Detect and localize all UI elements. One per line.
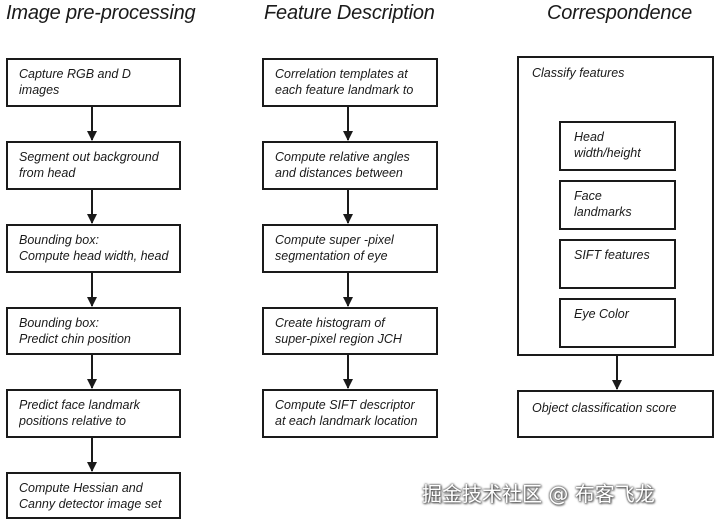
step-line: Bounding box: bbox=[19, 316, 99, 330]
feature-face-landmarks: Face landmarks bbox=[559, 180, 676, 230]
step-line: positions relative to bbox=[19, 414, 127, 428]
step-line: and distances between bbox=[275, 166, 403, 180]
step-line: Segment out background bbox=[19, 150, 159, 164]
step-capture-rgbd: Capture RGB and D images bbox=[6, 58, 181, 107]
step-line: from head bbox=[19, 166, 76, 180]
step-line: Compute relative angles bbox=[275, 150, 410, 164]
step-predict-landmarks: Predict face landmark positions relative… bbox=[6, 389, 181, 438]
step-line: Compute head width, head bbox=[19, 249, 169, 263]
step-line: Create histogram of bbox=[275, 316, 385, 330]
result-line: Object classification score bbox=[532, 401, 677, 415]
feature-eye-color: Eye Color bbox=[559, 298, 676, 348]
step-bounding-box-chin: Bounding box: Predict chin position bbox=[6, 307, 181, 355]
step-line: at each landmark location bbox=[275, 414, 418, 428]
heading-correspondence: Correspondence bbox=[547, 2, 693, 24]
step-line: Canny detector image set bbox=[19, 497, 162, 511]
step-line: Compute SIFT descriptor bbox=[275, 398, 415, 412]
step-segment-background: Segment out background from head bbox=[6, 141, 181, 190]
step-line: super-pixel region JCH bbox=[275, 332, 402, 346]
step-line: Compute super -pixel bbox=[275, 233, 394, 247]
step-line: Correlation templates at bbox=[275, 67, 408, 81]
step-line: segmentation of eye bbox=[275, 249, 388, 263]
step-relative-angles: Compute relative angles and distances be… bbox=[262, 141, 438, 190]
feature-line: Head bbox=[574, 130, 604, 144]
step-line: Capture RGB and D bbox=[19, 67, 131, 81]
step-super-pixel-segmentation: Compute super -pixel segmentation of eye bbox=[262, 224, 438, 273]
step-histogram: Create histogram of super-pixel region J… bbox=[262, 307, 438, 355]
step-bounding-box-head: Bounding box: Compute head width, head bbox=[6, 224, 181, 273]
step-line: images bbox=[19, 83, 60, 97]
step-sift-descriptor: Compute SIFT descriptor at each landmark… bbox=[262, 389, 438, 438]
step-line: Predict chin position bbox=[19, 332, 131, 346]
step-correlation-templates: Correlation templates at each feature la… bbox=[262, 58, 438, 107]
feature-line: SIFT features bbox=[574, 248, 650, 262]
heading-feature-description: Feature Description bbox=[264, 2, 435, 24]
feature-line: landmarks bbox=[574, 205, 632, 219]
step-line: each feature landmark to bbox=[275, 83, 414, 97]
feature-head-size: Head width/height bbox=[559, 121, 676, 171]
classify-features-label: Classify features bbox=[532, 66, 625, 80]
step-line: Compute Hessian and bbox=[19, 481, 143, 495]
step-line: Predict face landmark bbox=[19, 398, 140, 412]
feature-line: width/height bbox=[574, 146, 641, 160]
watermark-text: 掘金技术社区 @ 布客飞龙 bbox=[422, 482, 655, 506]
classify-features-group bbox=[517, 56, 714, 356]
step-hessian-canny: Compute Hessian and Canny detector image… bbox=[6, 472, 181, 519]
object-classification-score: Object classification score bbox=[517, 390, 714, 438]
feature-line: Face bbox=[574, 189, 602, 203]
feature-line: Eye Color bbox=[574, 307, 629, 321]
feature-sift: SIFT features bbox=[559, 239, 676, 289]
heading-image-preprocessing: Image pre-processing bbox=[6, 2, 196, 24]
step-line: Bounding box: bbox=[19, 233, 99, 247]
